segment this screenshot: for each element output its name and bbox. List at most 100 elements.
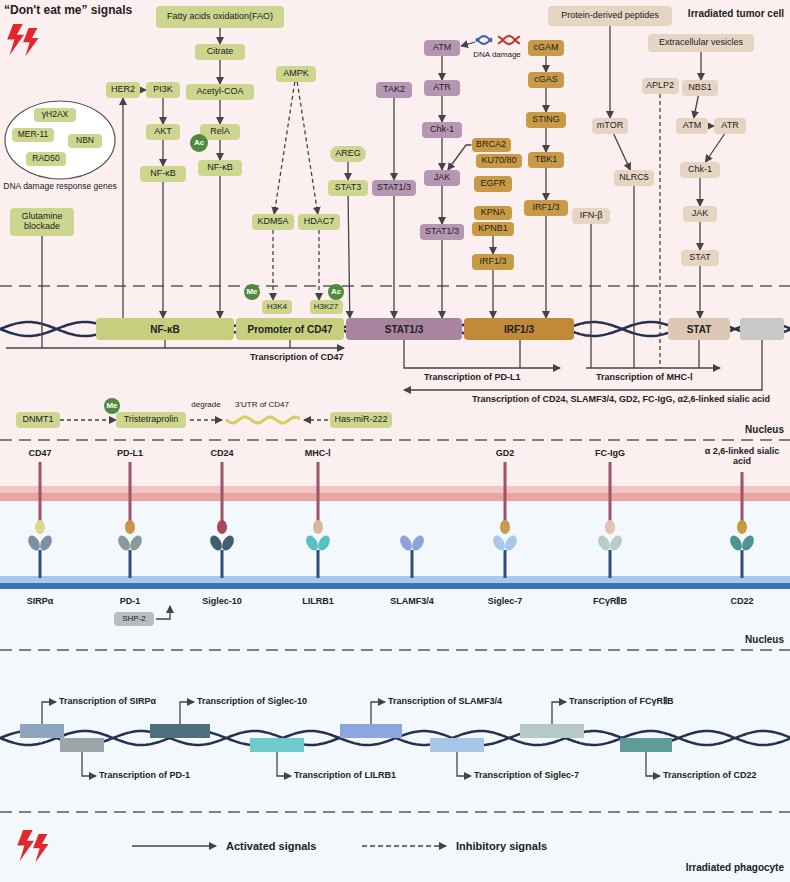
activation-arrow bbox=[441, 240, 442, 318]
pathway-box: KDM5A bbox=[252, 214, 294, 230]
node-text: Me bbox=[246, 288, 257, 297]
signal-line bbox=[590, 224, 591, 368]
ligand-stem bbox=[609, 462, 612, 522]
pathway-box: γH2AX bbox=[34, 108, 76, 122]
pathway-box: HER2 bbox=[106, 82, 140, 98]
inhibitory-arrow bbox=[60, 419, 116, 420]
transcription-arrow bbox=[552, 702, 566, 724]
dashed-divider bbox=[0, 649, 790, 651]
promoter-band: Promoter of CD47 bbox=[236, 318, 344, 340]
ligand-label: FC-IgG bbox=[595, 448, 625, 458]
adaptor-box: SHP-2 bbox=[114, 612, 154, 626]
transcription-label: Transcription of PD-1 bbox=[99, 770, 190, 780]
pathway-box: H3K27 bbox=[310, 300, 343, 314]
receptor-stem bbox=[39, 550, 42, 578]
receptor-domain bbox=[316, 534, 333, 553]
node-text: HDAC7 bbox=[304, 217, 335, 227]
transcription-label: Transcription of MHC-Ⅰ bbox=[596, 372, 693, 382]
gene-segment bbox=[250, 738, 304, 752]
region-label: Irradiated tumor cell bbox=[688, 8, 784, 20]
transcription-label: Transcription of CD47 bbox=[250, 352, 344, 362]
node-text: EGFR bbox=[480, 179, 505, 189]
pathway-box: IFN-β bbox=[572, 208, 610, 224]
ligand-label: GD2 bbox=[496, 448, 515, 458]
receptor-stem bbox=[504, 550, 507, 578]
receptor-label: SIRPα bbox=[27, 596, 54, 606]
pathway-box: Chk-1 bbox=[680, 162, 720, 178]
transcription-label: Transcription of CD24, SLAMF3/4, GD2, FC… bbox=[472, 394, 770, 404]
node-text: KDM5A bbox=[257, 217, 288, 227]
ligand-head bbox=[313, 520, 323, 534]
node-text: TAK2 bbox=[383, 85, 405, 95]
signal-line bbox=[304, 419, 328, 420]
process-label: degrade bbox=[191, 400, 220, 409]
node-text: Ac bbox=[194, 139, 204, 148]
node-text: Acetyl-COA bbox=[196, 87, 243, 97]
damage-label: DNA damage bbox=[473, 50, 521, 59]
receptor-stem bbox=[129, 550, 132, 578]
node-text: Chk-1 bbox=[430, 125, 454, 135]
node-text: Fatty acids oxidation(FAO) bbox=[167, 12, 273, 22]
pathway-box: PI3K bbox=[146, 82, 180, 98]
node-text: AKT bbox=[154, 127, 172, 137]
modification-circle: Ac bbox=[328, 284, 344, 300]
activation-arrow bbox=[492, 270, 493, 318]
activation-arrow bbox=[545, 56, 546, 72]
signal-line bbox=[698, 340, 699, 368]
pathway-box: ATM bbox=[424, 40, 460, 56]
node-text: Chk-1 bbox=[688, 165, 712, 175]
receptor-label: PD-1 bbox=[120, 596, 141, 606]
node-text: NF-κB bbox=[150, 169, 176, 179]
ligand-stem bbox=[504, 462, 507, 522]
pathway-box: ATR bbox=[424, 80, 460, 96]
legend-line-sample bbox=[360, 838, 450, 854]
transcription-arrow bbox=[646, 752, 660, 776]
transcription-label: Transcription of FCγRⅡB bbox=[569, 696, 674, 706]
pathway-box: EGFR bbox=[474, 176, 512, 192]
node-text: Extracellular vesicles bbox=[659, 38, 743, 48]
pathway-box: JAK bbox=[424, 170, 460, 186]
activation-arrow bbox=[348, 196, 350, 318]
tumor-membrane bbox=[0, 486, 790, 493]
activation-arrow bbox=[441, 138, 442, 170]
inhibitory-arrow bbox=[297, 82, 318, 214]
pathway-box: IRF1/3 bbox=[472, 254, 514, 270]
transcription-arrow bbox=[277, 752, 291, 776]
node-text: KPNA bbox=[481, 208, 506, 218]
receptor-label: CD22 bbox=[730, 596, 753, 606]
ligand-label: PD-L1 bbox=[117, 448, 143, 458]
receptor-domain bbox=[503, 534, 520, 553]
pathway-box: AMPK bbox=[276, 66, 316, 82]
activation-arrow bbox=[545, 128, 546, 152]
node-text: DNMT1 bbox=[23, 415, 54, 425]
pathway-box: IRF1/3 bbox=[524, 200, 568, 216]
node-text: Has-miR-222 bbox=[334, 415, 387, 425]
receptor-domain bbox=[304, 534, 321, 553]
inhibitory-arrow bbox=[318, 230, 319, 300]
node-text: ATR bbox=[433, 83, 450, 93]
ligand-head bbox=[605, 520, 615, 534]
pathway-box: Has-miR-222 bbox=[330, 412, 392, 428]
receptor-label: LILRB1 bbox=[302, 596, 334, 606]
pathway-box: Fatty acids oxidation(FAO) bbox=[156, 6, 284, 28]
activation-arrow bbox=[347, 162, 348, 180]
activation-arrow bbox=[699, 222, 700, 250]
signal-line bbox=[659, 94, 660, 368]
node-text: mTOR bbox=[597, 121, 623, 131]
region-label: Irradiated phagocyte bbox=[686, 862, 784, 874]
node-text: STAT bbox=[687, 324, 712, 335]
pathway-box: AREG bbox=[330, 146, 366, 162]
phagocyte-membrane bbox=[0, 576, 790, 583]
transcription-label: Transcription of PD-L1 bbox=[424, 372, 521, 382]
node-text: NBS1 bbox=[688, 83, 712, 93]
activation-arrow bbox=[219, 176, 220, 318]
pathway-box: TAK2 bbox=[376, 82, 412, 98]
inhibitory-arrow bbox=[274, 82, 295, 214]
node-text: H3K4 bbox=[267, 303, 287, 312]
pathway-box: STAT bbox=[681, 250, 719, 266]
transcription-label: Transcription of Siglec-10 bbox=[197, 696, 307, 706]
receptor-stem bbox=[317, 550, 320, 578]
pathway-box: RAD50 bbox=[26, 152, 66, 166]
